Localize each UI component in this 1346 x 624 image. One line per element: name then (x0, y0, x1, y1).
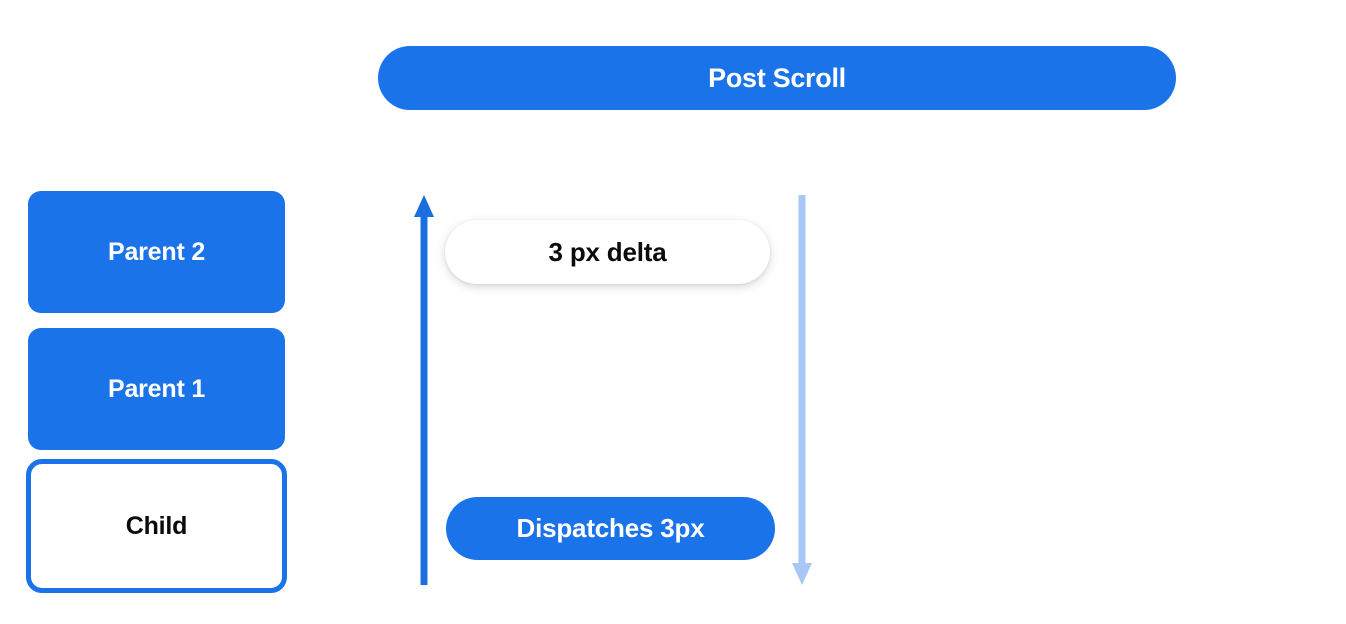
post-scroll-banner: Post Scroll (378, 46, 1176, 110)
scroll-down-arrow-icon (792, 195, 812, 585)
post-scroll-banner-label: Post Scroll (708, 62, 846, 93)
node-parent-2-label: Parent 2 (107, 237, 206, 266)
node-stack: Parent 2 Parent 1 Child (26, 191, 287, 593)
node-parent-1-label: Parent 1 (107, 374, 206, 403)
node-parent-2: Parent 2 (28, 191, 285, 313)
node-parent-1: Parent 1 (28, 328, 285, 450)
node-child: Child (26, 459, 287, 593)
stack-divider (26, 450, 286, 459)
delta-annotation-label: 3 px delta (548, 236, 667, 267)
dispatch-annotation-label: Dispatches 3px (516, 513, 705, 543)
dispatch-annotation-pill: Dispatches 3px (446, 497, 775, 560)
scroll-up-arrow-icon (414, 195, 434, 585)
delta-annotation-pill: 3 px delta (445, 220, 770, 284)
node-child-label: Child (125, 511, 188, 540)
stack-divider (26, 313, 286, 328)
